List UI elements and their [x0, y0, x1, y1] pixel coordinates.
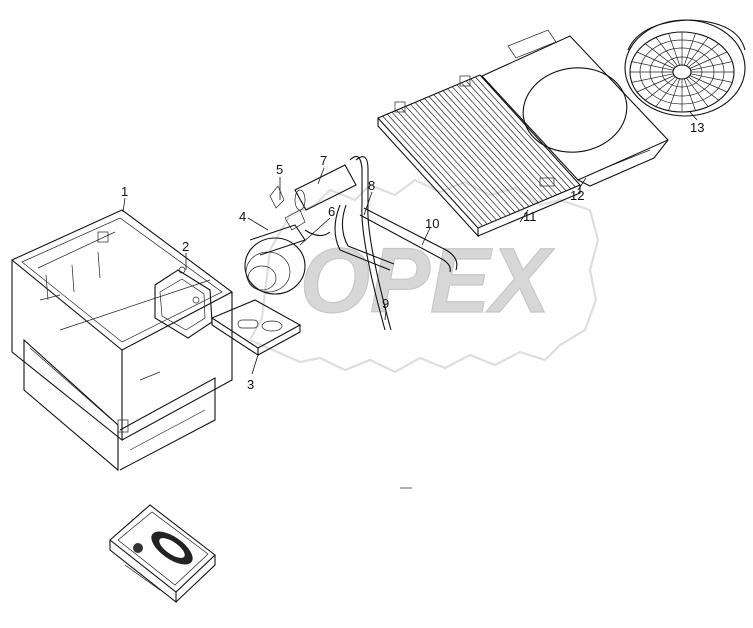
watermark: OPEX [248, 178, 600, 374]
fan-shroud [481, 29, 669, 187]
callout-5: 5 [276, 162, 283, 177]
callout-11: 11 [523, 209, 537, 224]
callouts: 1 2 3 4 5 6 7 8 9 10 11 12 13 [121, 120, 704, 392]
callout-4: 4 [239, 209, 246, 224]
callout-1: 1 [121, 184, 128, 199]
callout-3: 3 [247, 377, 254, 392]
leader-lines [122, 111, 698, 375]
condenser [377, 74, 581, 238]
callout-8: 8 [368, 178, 375, 193]
callout-12: 12 [570, 188, 584, 203]
callout-2: 2 [182, 239, 189, 254]
callout-13: 13 [690, 120, 704, 135]
callout-7: 7 [320, 153, 327, 168]
mounting-plate [210, 299, 302, 357]
watermark-text: OPEX [300, 230, 555, 332]
callout-9: 9 [382, 296, 389, 311]
receiver-drier [294, 164, 357, 211]
callout-10: 10 [425, 216, 439, 231]
bracket [154, 266, 213, 339]
inset-thumbnail [109, 504, 216, 604]
compressor [244, 185, 306, 295]
fan [624, 19, 746, 117]
hoses [304, 155, 458, 331]
callout-6: 6 [328, 204, 335, 219]
frame [10, 209, 234, 472]
watermark-gear [248, 178, 600, 374]
